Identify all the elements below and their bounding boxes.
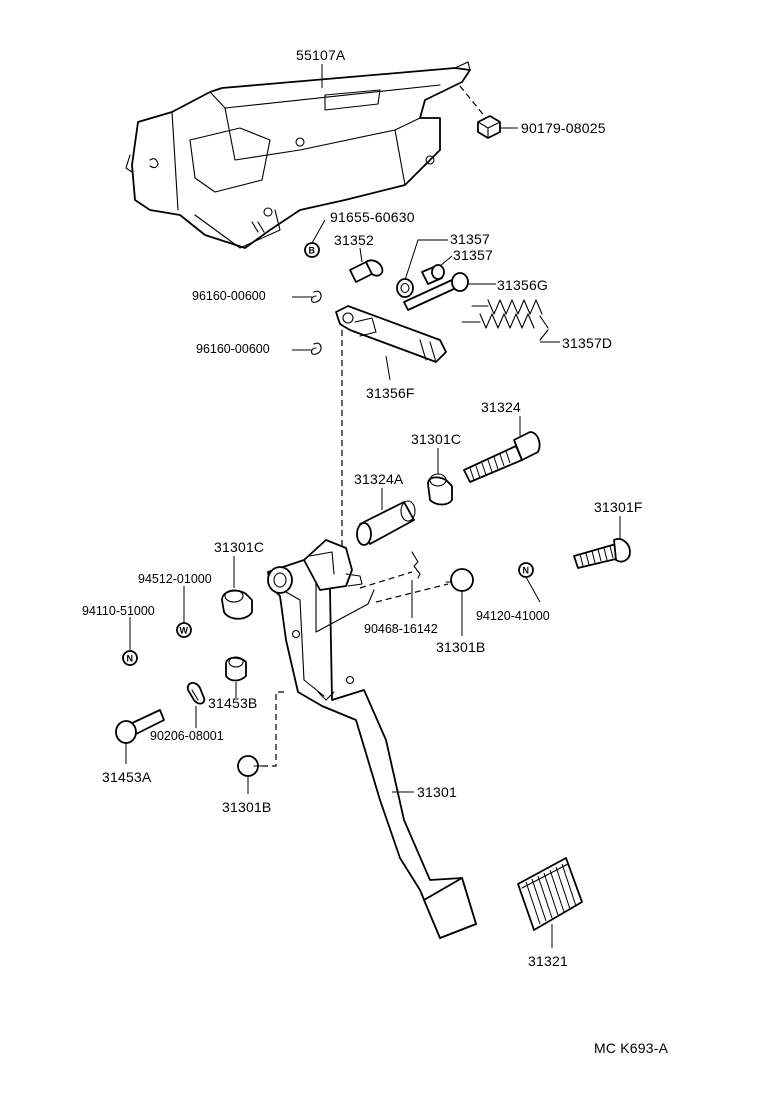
- label-90468-16142: 90468-16142: [364, 622, 438, 636]
- label-31321: 31321: [528, 953, 568, 969]
- label-31356f: 31356F: [366, 385, 415, 401]
- badge-w-text: W: [180, 626, 189, 636]
- pedal-31301: [267, 539, 477, 939]
- washer-badge-w: W: [176, 622, 192, 638]
- grommet-31453b: [225, 656, 247, 682]
- bracket-55107a: [125, 61, 471, 249]
- bolt-31301f: [573, 538, 631, 569]
- label-91655-60630: 91655-60630: [330, 209, 415, 225]
- label-96160-00600-b: 96160-00600: [196, 342, 270, 356]
- label-31301b-left: 31301B: [222, 799, 271, 815]
- spring-31357d: [461, 299, 549, 341]
- label-31301: 31301: [417, 784, 457, 800]
- label-31357-bottom: 31357: [453, 247, 493, 263]
- clip-96160-00600-b: [310, 342, 322, 355]
- label-31453b: 31453B: [208, 695, 257, 711]
- bush-31357-a: [396, 278, 414, 298]
- bolt-31324: [463, 431, 541, 483]
- label-31301f: 31301F: [594, 499, 643, 515]
- label-96160-00600-a: 96160-00600: [192, 289, 266, 303]
- bolt-badge-b: B: [304, 242, 320, 258]
- diagram-code: MC K693-A: [594, 1040, 669, 1056]
- label-31324: 31324: [481, 399, 521, 415]
- bush-31301c-left: [221, 589, 253, 620]
- pin-31352: [349, 259, 384, 283]
- label-94512-01000: 94512-01000: [138, 572, 212, 586]
- collar-31324a: [356, 500, 416, 546]
- nut-badge-n-right: N: [518, 562, 534, 578]
- label-31324a: 31324A: [354, 471, 404, 487]
- badge-n-left-text: N: [127, 654, 134, 664]
- bush-31301c-right: [427, 473, 453, 506]
- pedal-pad-31321: [517, 857, 583, 931]
- clip-96160-00600-a: [310, 290, 322, 303]
- nut-90179-08025: [477, 115, 501, 139]
- badge-b-text: B: [309, 246, 316, 256]
- label-94110-51000: 94110-51000: [82, 604, 155, 618]
- clip-90468-16142: [411, 551, 421, 579]
- stopper-31301b-left: [237, 755, 263, 777]
- bush-31357-b: [421, 264, 445, 285]
- label-94120-41000: 94120-41000: [476, 609, 550, 623]
- label-55107a: 55107A: [296, 47, 346, 63]
- label-31301b-right: 31301B: [436, 639, 485, 655]
- label-31357-top: 31357: [450, 231, 490, 247]
- label-31356g: 31356G: [497, 277, 548, 293]
- label-31301c-right: 31301C: [411, 431, 461, 447]
- stopper-31301b-right: [445, 568, 474, 592]
- nut-badge-n-left: N: [122, 650, 138, 666]
- label-31357d: 31357D: [562, 335, 612, 351]
- label-31301c-left: 31301C: [214, 539, 264, 555]
- label-90179-08025: 90179-08025: [521, 120, 606, 136]
- bolt-31356g: [403, 272, 469, 311]
- badge-n-right-text: N: [523, 566, 530, 576]
- label-31453a: 31453A: [102, 769, 152, 785]
- label-31352: 31352: [334, 232, 374, 248]
- link-31356f: [335, 305, 447, 363]
- label-90206-08001: 90206-08001: [150, 729, 224, 743]
- clip-90206-08001: [186, 682, 206, 705]
